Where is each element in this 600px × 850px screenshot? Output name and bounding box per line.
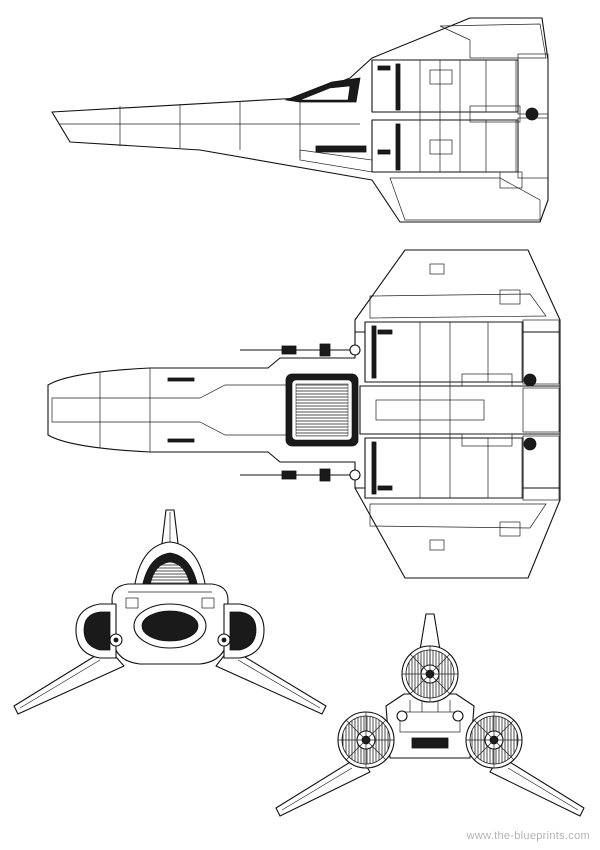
front-view-left-wing: [13, 647, 125, 715]
rear-view-right-engine: [465, 711, 523, 769]
side-view: [51, 17, 549, 223]
rear-view-top-engine: [401, 645, 459, 703]
rear-view-left-engine: [337, 711, 395, 769]
top-view-lower-wing: [354, 487, 561, 579]
front-view-intake: [141, 610, 199, 642]
top-view: [47, 249, 561, 579]
side-view-lower-panel: [389, 177, 541, 221]
rear-view: [275, 613, 585, 817]
watermark-text: www.the-blueprints.com: [466, 830, 590, 842]
rear-view-tail-fin: [419, 613, 441, 651]
rear-view-body: [385, 693, 475, 759]
front-view-left-pod: [83, 611, 111, 651]
side-view-upper-panel: [439, 23, 547, 59]
front-view-right-pod: [229, 611, 257, 651]
front-view-right-wing: [215, 647, 327, 715]
front-view: [13, 509, 327, 715]
